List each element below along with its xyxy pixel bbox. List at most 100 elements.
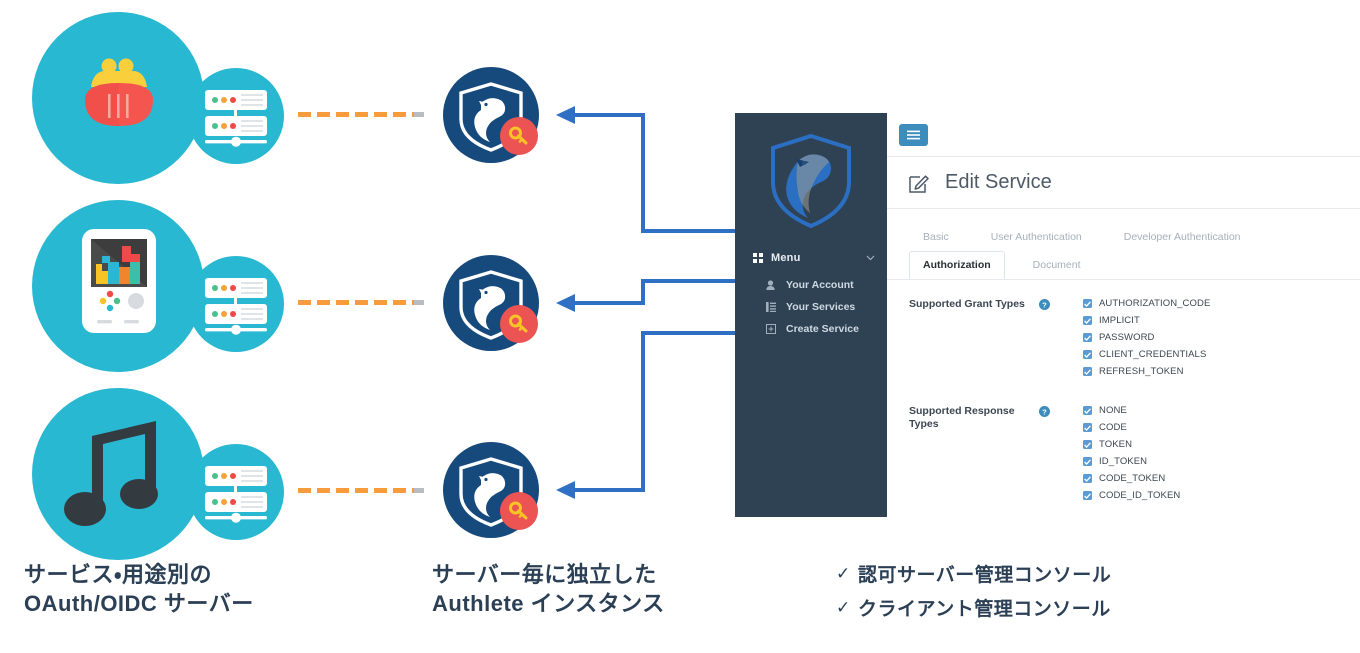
key-badge bbox=[500, 492, 538, 530]
dashed-connector bbox=[298, 112, 414, 117]
svg-text:?: ? bbox=[1042, 300, 1047, 309]
console-topbar bbox=[887, 113, 1360, 157]
help-circle-icon[interactable]: ? bbox=[1039, 298, 1083, 310]
console-sidebar: Menu Your Account bbox=[735, 113, 887, 517]
checkbox-row[interactable]: CLIENT_CREDENTIALS bbox=[1083, 349, 1338, 360]
checkbox-row[interactable]: IMPLICIT bbox=[1083, 315, 1338, 326]
pencil-square-icon bbox=[909, 173, 929, 193]
sidebar-menu-label: Menu bbox=[771, 252, 801, 264]
sidebar-item-label: Your Account bbox=[786, 279, 854, 291]
user-icon bbox=[766, 280, 779, 290]
checkbox-label: CODE bbox=[1099, 422, 1127, 433]
checkbox-row[interactable]: ID_TOKEN bbox=[1083, 456, 1338, 467]
caption-left-line1: サービス・用途別の bbox=[24, 562, 212, 587]
grid-icon bbox=[753, 253, 763, 263]
tab-bar: Basic User Authentication Developer Auth… bbox=[887, 209, 1360, 280]
key-icon bbox=[509, 126, 528, 145]
checkbox-label: CODE_TOKEN bbox=[1099, 473, 1166, 484]
checkbox-group-response-types: NONE CODE TOKEN bbox=[1083, 405, 1338, 507]
page-header: Edit Service bbox=[887, 157, 1360, 209]
checkbox-row[interactable]: TOKEN bbox=[1083, 439, 1338, 450]
check-item-label: 認可サーバー管理コンソール bbox=[858, 565, 1112, 586]
checkbox-checked-icon[interactable] bbox=[1083, 316, 1092, 325]
sidebar-menu-list: Your Account Your Services bbox=[735, 274, 887, 340]
checkbox-label: CLIENT_CREDENTIALS bbox=[1099, 349, 1207, 360]
checkbox-label: CODE_ID_TOKEN bbox=[1099, 490, 1181, 501]
checkbox-checked-icon[interactable] bbox=[1083, 333, 1092, 342]
server-rack-icon bbox=[203, 460, 269, 526]
form-row-response-types: Supported Response Types ? NONE bbox=[909, 405, 1338, 507]
key-badge bbox=[500, 117, 538, 155]
field-label: Supported Response Types bbox=[909, 405, 1015, 431]
checkbox-group-grant-types: AUTHORIZATION_CODE IMPLICIT bbox=[1083, 298, 1338, 383]
tab-document[interactable]: Document bbox=[1032, 259, 1081, 271]
checkbox-checked-icon[interactable] bbox=[1083, 423, 1092, 432]
tab-basic[interactable]: Basic bbox=[923, 231, 949, 243]
authlete-badge-1 bbox=[443, 67, 539, 163]
caption-middle-line2: Authlete インスタンス bbox=[432, 591, 665, 617]
sidebar-item-your-services[interactable]: Your Services bbox=[735, 296, 887, 318]
tab-user-authentication[interactable]: User Authentication bbox=[990, 231, 1082, 243]
checkbox-label: TOKEN bbox=[1099, 439, 1133, 450]
form-row-grant-types: Supported Grant Types ? AUTHORIZATION_ bbox=[909, 298, 1338, 383]
checkbox-row[interactable]: CODE_TOKEN bbox=[1083, 473, 1338, 484]
check-item: ✓ 認可サーバー管理コンソール bbox=[836, 560, 1111, 587]
authorization-form: Supported Grant Types ? AUTHORIZATION_ bbox=[887, 280, 1360, 507]
authlete-badge-3 bbox=[443, 442, 539, 538]
sidebar-item-create-service[interactable]: Create Service bbox=[735, 318, 887, 340]
checkbox-label: NONE bbox=[1099, 405, 1127, 416]
caption-middle: サーバー毎に独立した Authlete インスタンス bbox=[432, 560, 665, 618]
tab-authorization[interactable]: Authorization bbox=[909, 251, 1005, 279]
sidebar-menu-header[interactable]: Menu bbox=[735, 246, 887, 270]
checkbox-label: AUTHORIZATION_CODE bbox=[1099, 298, 1211, 309]
authlete-badge-2 bbox=[443, 255, 539, 351]
dashed-connector bbox=[298, 300, 414, 305]
field-label: Supported Grant Types bbox=[909, 298, 1025, 310]
sidebar-item-your-account[interactable]: Your Account bbox=[735, 274, 887, 296]
checkbox-checked-icon[interactable] bbox=[1083, 457, 1092, 466]
checkbox-checked-icon[interactable] bbox=[1083, 350, 1092, 359]
dashed-connector-tail bbox=[414, 112, 424, 117]
handheld-game-console-icon bbox=[78, 223, 160, 349]
sidebar-item-label: Create Service bbox=[786, 323, 859, 335]
svg-text:?: ? bbox=[1042, 407, 1047, 416]
sidebar-item-label: Your Services bbox=[786, 301, 856, 313]
key-icon bbox=[509, 501, 528, 520]
tab-developer-authentication[interactable]: Developer Authentication bbox=[1123, 231, 1241, 243]
checkbox-row[interactable]: AUTHORIZATION_CODE bbox=[1083, 298, 1338, 309]
list-icon bbox=[766, 302, 779, 312]
dashed-connector-tail bbox=[414, 488, 424, 493]
dashed-connector-tail bbox=[414, 300, 424, 305]
server-rack-icon bbox=[203, 84, 269, 150]
plus-square-icon bbox=[766, 324, 779, 334]
checkbox-row[interactable]: NONE bbox=[1083, 405, 1338, 416]
check-item-label: クライアント管理コンソール bbox=[858, 599, 1111, 620]
wallet-icon bbox=[67, 45, 171, 149]
checkbox-checked-icon[interactable] bbox=[1083, 474, 1092, 483]
checkbox-label: REFRESH_TOKEN bbox=[1099, 366, 1184, 377]
authlete-console-screenshot: Menu Your Account bbox=[735, 113, 1360, 517]
checkbox-checked-icon[interactable] bbox=[1083, 440, 1092, 449]
checkbox-row[interactable]: CODE_ID_TOKEN bbox=[1083, 490, 1338, 501]
checkbox-checked-icon[interactable] bbox=[1083, 299, 1092, 308]
checkbox-row[interactable]: REFRESH_TOKEN bbox=[1083, 366, 1338, 377]
check-icon: ✓ bbox=[836, 597, 851, 617]
caption-left-line2: OAuth/OIDC サーバー bbox=[24, 591, 254, 617]
help-circle-icon[interactable]: ? bbox=[1039, 405, 1083, 417]
console-main: Edit Service Basic User Authentication D… bbox=[887, 113, 1360, 517]
checkbox-label: ID_TOKEN bbox=[1099, 456, 1148, 467]
check-icon: ✓ bbox=[836, 563, 851, 583]
hamburger-icon[interactable] bbox=[899, 123, 928, 146]
checkbox-checked-icon[interactable] bbox=[1083, 367, 1092, 376]
checkbox-row[interactable]: PASSWORD bbox=[1083, 332, 1338, 343]
checkbox-checked-icon[interactable] bbox=[1083, 491, 1092, 500]
key-icon bbox=[509, 314, 528, 333]
checkbox-checked-icon[interactable] bbox=[1083, 406, 1092, 415]
caption-middle-line1: サーバー毎に独立した bbox=[432, 562, 657, 587]
app-circle bbox=[32, 388, 204, 560]
checkbox-row[interactable]: CODE bbox=[1083, 422, 1338, 433]
page-title: Edit Service bbox=[945, 171, 1052, 193]
authlete-eagle-shield-logo bbox=[735, 113, 887, 246]
checkbox-label: IMPLICIT bbox=[1099, 315, 1140, 326]
